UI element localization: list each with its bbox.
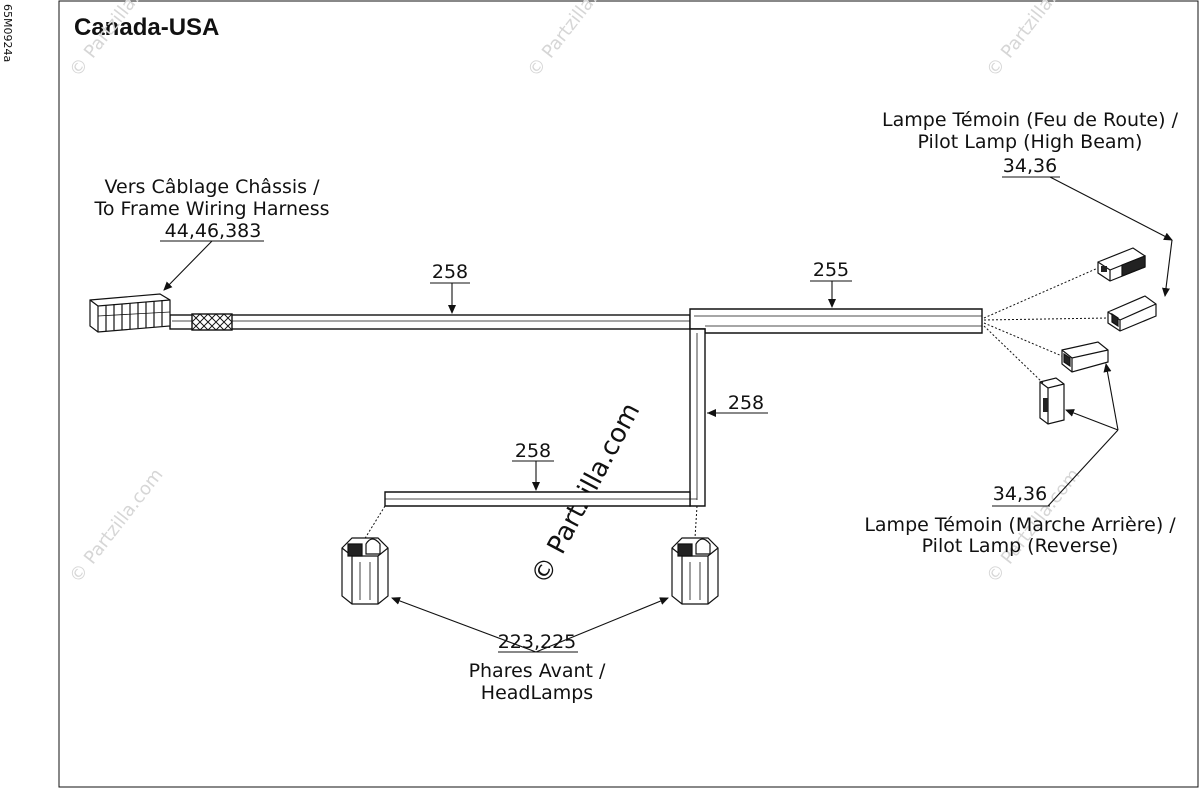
diagram-title: Canada-USA (74, 14, 219, 41)
callout-ref: 223,225 (498, 631, 577, 653)
callout-reverse: 34,36 Lampe Témoin (Marche Arrière) / Pi… (864, 483, 1176, 557)
frame-harness-connector (89, 293, 171, 333)
callout-ref: 44,46,383 (165, 220, 262, 242)
callout-line: To Frame Wiring Harness (93, 198, 329, 220)
pilot-lamp-connector-1 (1097, 247, 1146, 282)
pilot-lamp-connector-2 (1107, 295, 1157, 332)
callout-line: Phares Avant / (469, 660, 606, 682)
callout-ref-harness-branch: 258 (515, 440, 551, 462)
callout-line: Lampe Témoin (Marche Arrière) / (864, 514, 1176, 536)
headlamp-leads (363, 505, 698, 541)
pilot-lamp-connector-4 (1039, 377, 1065, 425)
callout-line: Pilot Lamp (High Beam) (918, 131, 1143, 153)
callout-line: HeadLamps (481, 682, 593, 704)
drawing-border (58, 0, 1199, 788)
callout-ref: 34,36 (993, 483, 1047, 505)
callout-ref-harness-main: 258 (432, 261, 468, 283)
harness-trunk (169, 314, 691, 330)
pilot-lamp-connector-3 (1061, 341, 1109, 373)
callout-leaders (160, 176, 1173, 653)
callout-ref: 34,36 (1003, 155, 1057, 177)
watermark-faint: © Partzilla.com (65, 465, 167, 587)
callout-frame-harness: Vers Câblage Châssis / To Frame Wiring H… (93, 176, 329, 242)
callout-line: Vers Câblage Châssis / (104, 176, 320, 198)
watermark-faint: © Partzilla.com (982, 0, 1084, 81)
drawing-code: 65M0924a (1, 4, 14, 62)
woven-sleeve (191, 313, 233, 331)
harness-vertical (689, 328, 706, 507)
harness-right-section (689, 308, 983, 334)
callout-high-beam: Lampe Témoin (Feu de Route) / Pilot Lamp… (882, 109, 1179, 177)
callout-headlamps: 223,225 Phares Avant / HeadLamps (469, 631, 606, 704)
callout-line: Lampe Témoin (Feu de Route) / (882, 109, 1179, 131)
pilot-lamp-leads (983, 267, 1109, 385)
callout-ref-harness-vertical: 258 (728, 392, 764, 414)
callout-line: Pilot Lamp (Reverse) (922, 535, 1119, 557)
headlamp-connector-left (341, 537, 389, 605)
main-harness (169, 308, 983, 507)
callout-ref-harness-right: 255 (813, 259, 849, 281)
headlamp-connector-right (671, 537, 719, 605)
watermark-faint: © Partzilla.com (523, 0, 625, 81)
